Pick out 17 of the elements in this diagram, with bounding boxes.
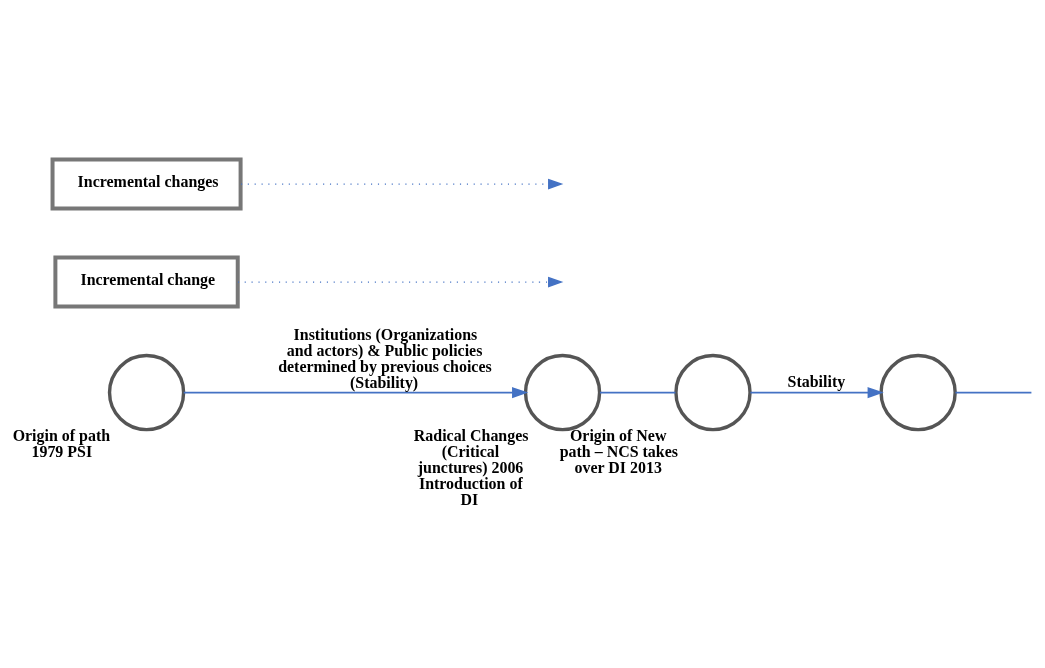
arrow [182,386,529,398]
connector [599,391,677,394]
node-box: Incremental changes [50,157,243,211]
node-circle [879,353,957,431]
edge-label: Institutions (Organizations and actors) & Public policies determined by previous choices (Stability) [278,325,492,391]
arrow [237,276,564,287]
arrow [240,178,564,189]
node-label: Origin of New path – NCS takes over DI 2013 [559,426,678,476]
arrow [749,386,884,398]
connector [954,391,1033,394]
node-label: Origin of path 1979 PSI [12,426,111,460]
edge-label: Stability [787,372,846,390]
node-box: Incremental change [53,255,240,309]
node-label: Radical Changes (Critical junctures) 2006 Introduction of DI [413,426,529,508]
node-circle [107,353,186,431]
node-circle [523,353,602,431]
node-circle [674,353,752,431]
